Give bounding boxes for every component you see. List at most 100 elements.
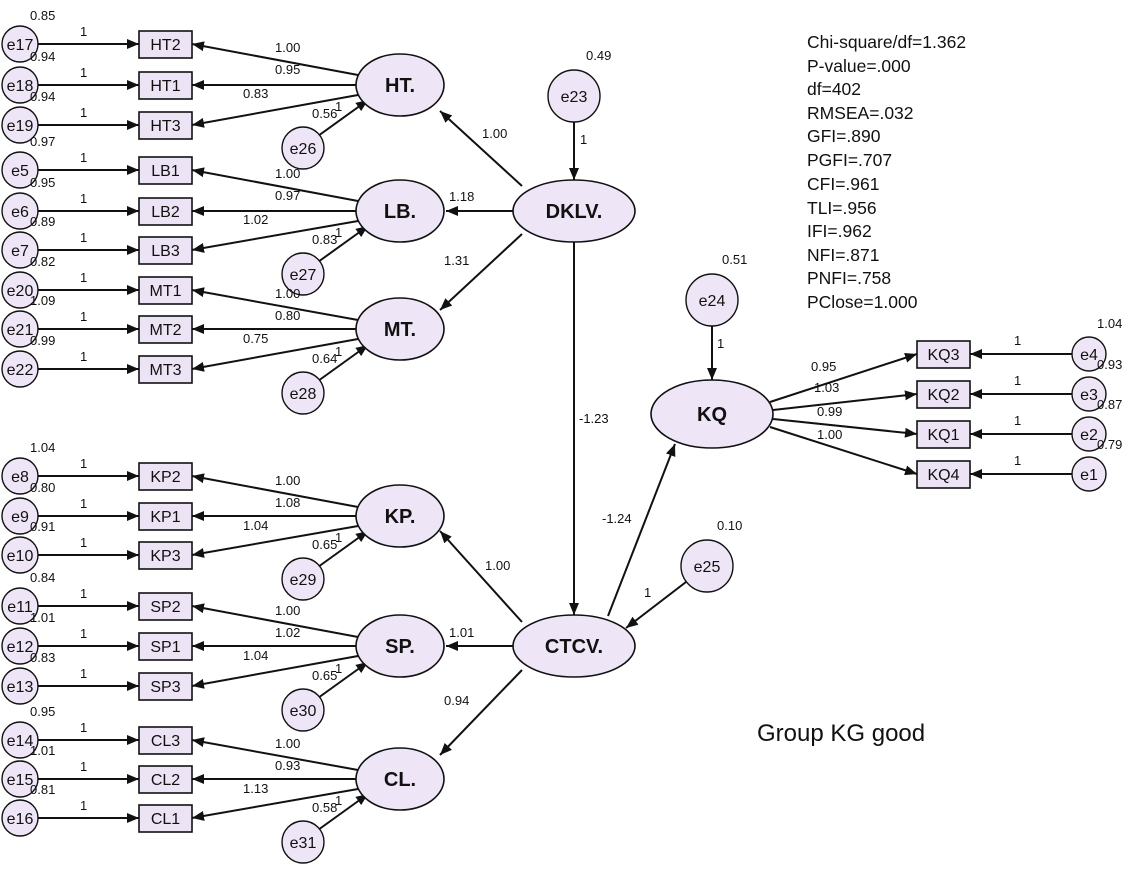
fixed-e11: 1 [80, 586, 87, 601]
indicator-kp2: KP2 [138, 462, 193, 491]
latent-kp: KP. [355, 484, 445, 548]
error-variance-labels: 0.85 0.94 0.94 0.97 0.95 0.89 0.82 1.09 … [30, 8, 1122, 815]
edge-kq-kq3 [769, 352, 918, 403]
variance-e30: 0.65 [312, 668, 337, 683]
svg-text:e21: e21 [7, 322, 34, 339]
svg-text:e23: e23 [561, 89, 588, 106]
fixed-e18: 1 [80, 65, 87, 80]
svg-text:e16: e16 [7, 811, 34, 828]
svg-text:e17: e17 [7, 37, 34, 54]
edge-dklv-mt [439, 233, 523, 311]
loading-cl-cl3: 1.00 [275, 736, 300, 751]
edge-e27-lb [317, 225, 369, 263]
path-dklv-ht: 1.00 [482, 126, 507, 141]
indicator-cl1: CL1 [138, 804, 193, 833]
path-dklv-ctcv: -1.23 [579, 411, 609, 426]
svg-text:e22: e22 [7, 362, 34, 379]
edge-e28-mt [317, 344, 369, 382]
svg-text:DKLV.: DKLV. [546, 201, 603, 223]
variance-e17: 0.85 [30, 8, 55, 23]
path-ctcv-kp: 1.00 [485, 558, 510, 573]
variance-e16: 0.81 [30, 782, 55, 797]
indicator-ht2: HT2 [138, 30, 193, 59]
variance-e1: 0.79 [1097, 437, 1122, 452]
fixed-e13: 1 [80, 666, 87, 681]
fixed-e16: 1 [80, 798, 87, 813]
variance-e12: 1.01 [30, 610, 55, 625]
error-e21: e21 [1, 310, 39, 348]
edge-dklv-ht [439, 110, 523, 187]
loading-cl-cl1: 1.13 [243, 781, 268, 796]
indicator-kq1: KQ1 [916, 420, 971, 449]
svg-text:e27: e27 [290, 267, 317, 284]
indicator-sp2: SP2 [138, 592, 193, 621]
fixed-e6: 1 [80, 191, 87, 206]
variance-e26: 0.56 [312, 106, 337, 121]
edge-ctcv-kq [607, 443, 676, 617]
svg-text:KP2: KP2 [150, 469, 180, 486]
svg-text:e18: e18 [7, 78, 34, 95]
indicator-lb1: LB1 [138, 156, 193, 185]
fixed-e4: 1 [1014, 333, 1021, 348]
fit-index: IFI=.962 [807, 221, 872, 241]
svg-text:e11: e11 [7, 599, 33, 616]
error-e7: e7 [1, 231, 39, 269]
path-ctcv-cl: 0.94 [444, 693, 469, 708]
svg-text:KQ2: KQ2 [927, 387, 959, 404]
fixed-e2: 1 [1014, 413, 1021, 428]
error-e9: e9 [1, 497, 39, 535]
svg-text:CTCV.: CTCV. [545, 636, 603, 658]
error-e4: e4 [1071, 336, 1107, 372]
fit-index: P-value=.000 [807, 56, 911, 76]
svg-text:e12: e12 [7, 639, 34, 656]
error-e8: e8 [1, 457, 39, 495]
fixed-e12: 1 [80, 626, 87, 641]
edge-sp-sp2 [191, 603, 359, 638]
loading-kp-kp1: 1.08 [275, 495, 300, 510]
loading-sp-sp1: 1.02 [275, 625, 300, 640]
indicator-kq4: KQ4 [916, 460, 971, 489]
error-e2: e2 [1071, 416, 1107, 452]
svg-text:e1: e1 [1080, 467, 1098, 484]
fixed-e15: 1 [80, 759, 87, 774]
loading-kq-kq3: 0.95 [811, 359, 836, 374]
svg-text:LB1: LB1 [151, 163, 180, 180]
fixed-e23: 1 [580, 132, 587, 147]
edge-e29-kp [317, 530, 369, 568]
loading-cl-cl2: 0.93 [275, 758, 300, 773]
svg-text:HT1: HT1 [150, 78, 180, 95]
error-e1: e1 [1071, 456, 1107, 492]
svg-text:KP1: KP1 [150, 509, 180, 526]
svg-text:KQ4: KQ4 [927, 467, 959, 484]
error-e20: e20 [1, 271, 39, 309]
latent-lb: LB. [355, 179, 445, 243]
svg-text:CL.: CL. [384, 769, 416, 791]
indicator-lb2: LB2 [138, 197, 193, 226]
error-e13: e13 [1, 667, 39, 705]
fixed-e7: 1 [80, 230, 87, 245]
fixed-e17: 1 [80, 24, 87, 39]
fixed-e9: 1 [80, 496, 87, 511]
fit-index: PClose=1.000 [807, 292, 918, 312]
indicator-ht3: HT3 [138, 111, 193, 140]
svg-text:e5: e5 [11, 163, 29, 180]
variance-e25: 0.10 [717, 518, 742, 533]
error-e10: e10 [1, 536, 39, 574]
variance-e8: 1.04 [30, 440, 55, 455]
loading-lb-lb2: 0.97 [275, 188, 300, 203]
svg-text:SP.: SP. [385, 636, 415, 658]
svg-text:MT.: MT. [384, 319, 416, 341]
variance-e29: 0.65 [312, 537, 337, 552]
error-e12: e12 [1, 627, 39, 665]
fixed-e10: 1 [80, 535, 87, 550]
latent-sp: SP. [355, 614, 445, 678]
path-ctcv-kq: -1.24 [602, 511, 632, 526]
indicator-kp1: KP1 [138, 502, 193, 531]
fit-index: RMSEA=.032 [807, 103, 914, 123]
fixed-e27: 1 [335, 225, 342, 240]
error-e3: e3 [1071, 376, 1107, 412]
latent-kq: KQ [650, 379, 774, 449]
fit-index: TLI=.956 [807, 198, 877, 218]
svg-text:e8: e8 [11, 469, 29, 486]
svg-text:LB2: LB2 [151, 204, 180, 221]
